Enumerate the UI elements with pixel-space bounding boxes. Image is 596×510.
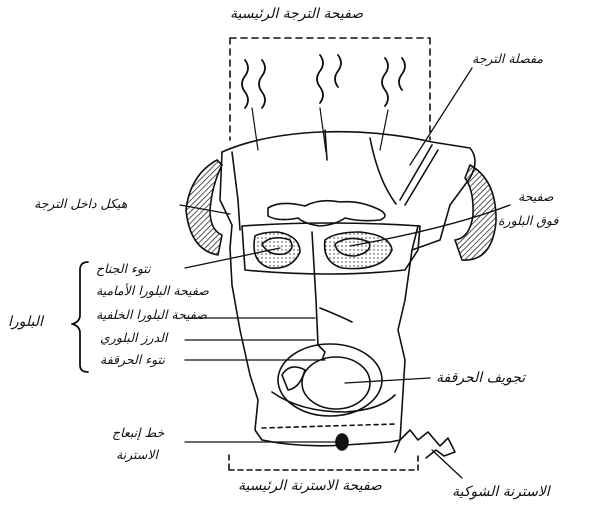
leader-tergal-crest — [410, 68, 472, 165]
posterior-plate-line — [320, 308, 352, 322]
tergal-marks — [242, 55, 405, 108]
right-dotted-chamber — [325, 232, 392, 269]
label-supra-pleural-1: صفيحة — [518, 190, 553, 204]
coxal-cavity-inner — [302, 357, 370, 409]
label-endoskeleton-tergum: هيكل داخل الترجة — [34, 197, 127, 211]
label-tergal-crest: مفصلة الترجة — [472, 52, 543, 66]
label-coxal-cavity: تجويف الحرقفة — [436, 370, 525, 386]
leader-tergal-marks — [252, 108, 388, 152]
coxal-cavity-outer — [278, 344, 382, 416]
pleural-suture-line — [312, 232, 325, 360]
label-main-sternal-plate: صفيحة الاسترنة الرئيسية — [238, 478, 382, 494]
label-spinasternum: الاسترنة الشوكية — [452, 484, 550, 500]
label-sternal-invagination-1: خط إنبعاج — [112, 426, 164, 440]
label-pleural-suture: الدرز البلوري — [100, 331, 167, 345]
label-supra-pleural-2: فوق البلورة — [498, 214, 558, 228]
sternal-dashed — [262, 424, 395, 428]
label-wing-process: نتوء الجناح — [96, 262, 151, 276]
sternal-bracket — [229, 455, 418, 470]
label-pleural-plates: صفيحة البلورا الأمامية — [96, 284, 209, 298]
tergum-outline — [222, 132, 475, 452]
right-edge — [412, 226, 418, 250]
label-coxal-process: نتوء الحرقفة — [100, 353, 165, 367]
label-posterior-pleural-plate: صفيحة البلورا الخلفية — [96, 308, 207, 322]
tergum-inner-lines — [232, 130, 438, 230]
label-pleura: البلورا — [8, 314, 43, 330]
leader-coxal-cavity — [345, 378, 430, 383]
spinasternum-shape — [400, 430, 455, 458]
label-top-tergal-plate: صفيحة الترجة الرئيسية — [230, 6, 363, 22]
apodeme — [268, 201, 385, 226]
label-sternal-invagination-2: الاسترنة — [116, 448, 158, 462]
pleura-brace — [72, 262, 88, 372]
